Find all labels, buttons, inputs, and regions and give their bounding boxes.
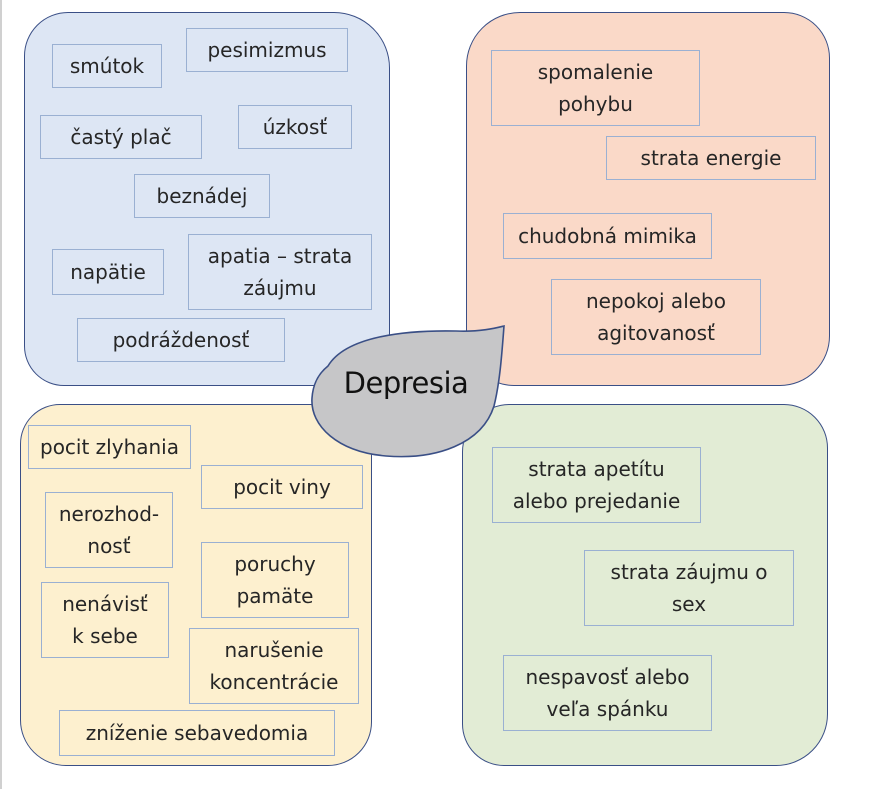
symptom-box: častý plač [40,115,202,159]
symptom-box: strata apetítu alebo prejedanie [492,447,701,523]
quadrant-physical-symptoms: strata apetítu alebo prejedanie strata z… [462,404,828,766]
symptom-box: apatia – strata záujmu [188,234,372,310]
center-node: Depresia [306,322,506,458]
symptom-box: nespavosť alebo veľa spánku [503,655,712,731]
symptom-box: podráždenosť [77,318,285,362]
quadrant-cognitive-symptoms: pocit zlyhania pocit viny nerozhod- nosť… [20,404,372,766]
symptom-box: pocit zlyhania [28,425,191,469]
symptom-box: nenávisť k sebe [41,582,169,658]
symptom-box: napätie [52,249,164,295]
symptom-box: smútok [52,44,162,88]
symptom-box: poruchy pamäte [201,542,349,618]
quadrant-motor-symptoms: spomalenie pohybu strata energie chudobn… [466,12,830,386]
symptom-box: pesimizmus [186,28,348,72]
symptom-box: spomalenie pohybu [491,50,700,126]
left-edge-divider [0,0,2,789]
symptom-box: zníženie sebavedomia [59,710,335,756]
center-title: Depresia [343,366,469,400]
center-blob-shape [311,324,505,458]
symptom-box: strata záujmu o sex [584,550,794,626]
symptom-box: chudobná mimika [503,213,712,259]
symptom-box: strata energie [606,136,816,180]
symptom-box: pocit viny [201,465,363,509]
quadrant-emotional-symptoms: smútok pesimizmus častý plač úzkosť bezn… [24,12,390,386]
symptom-box: nepokoj alebo agitovanosť [551,279,761,355]
symptom-box: úzkosť [238,105,352,149]
symptom-box: narušenie koncentrácie [189,628,359,704]
symptom-box: nerozhod- nosť [45,492,173,568]
symptom-box: beznádej [134,174,270,218]
